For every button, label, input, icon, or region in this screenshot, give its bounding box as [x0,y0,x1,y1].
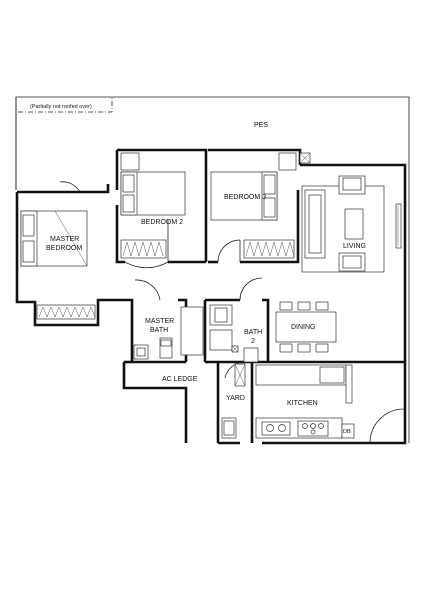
label-master-bedroom-1: MASTER [50,236,79,243]
label-master-bath-2: BATH [150,327,168,334]
label-master-bath-1: MASTER [145,318,174,325]
master-wardrobe [36,304,96,320]
door-swings [59,181,405,444]
aircon-unit [299,152,311,164]
kitchen-fixtures [255,364,355,439]
label-living: LIVING [343,243,366,250]
label-pes: PES [254,122,268,129]
unroofed-note: (Partially not roofed over) [30,104,92,110]
master-bed [20,210,88,267]
interior-walls [116,298,405,445]
dining-table [275,301,337,353]
label-bedroom-3: BEDROOM 3 [224,194,266,201]
label-bedroom-2: BEDROOM 2 [141,219,183,226]
label-master-bedroom-2: BEDROOM [46,245,82,252]
master-bath-fixtures [133,306,204,360]
bath2-fixtures [209,304,259,363]
label-bath-2-2: 2 [251,338,255,345]
label-dining: DINING [291,324,316,331]
bedroom2-wardrobe [120,239,167,259]
label-kitchen: KITCHEN [287,400,318,407]
label-db: DB [343,429,351,435]
bedroom3-bed [210,152,297,221]
label-yard: YARD [226,395,245,402]
room-labels: PES MASTER BEDROOM BEDROOM 2 BEDROOM 3 L… [46,122,366,435]
label-bath-2-1: BATH [244,329,262,336]
yard-fixtures [221,363,246,439]
label-ac-ledge: AC LEDGE [162,376,198,383]
bedroom3-wardrobe [243,239,295,259]
bedroom2-bed [120,152,186,216]
exterior-walls [15,148,407,445]
pes-boundary [15,96,410,443]
unroofed-area-marker: (Partially not roofed over) [18,98,113,113]
living-furniture [301,175,402,273]
